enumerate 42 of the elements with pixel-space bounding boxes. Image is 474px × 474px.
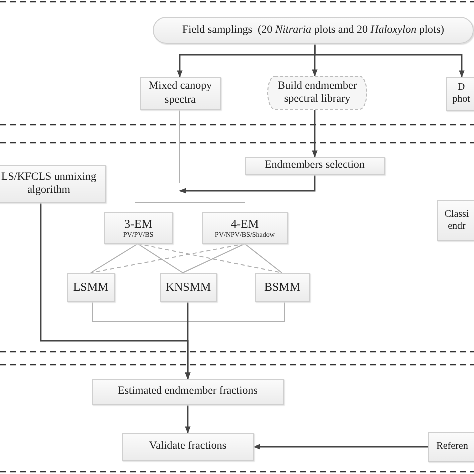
process-box [140,77,221,110]
process-box [160,273,217,302]
connector-line [138,244,184,274]
node-label: 3-EM [124,216,152,231]
terminator-box [153,17,474,44]
node-label: Referen [436,441,468,453]
process-box [104,212,173,244]
node-label: LS/KFCLS unmixing algorithm [0,170,98,198]
node-label: Mixed canopy spectra [148,80,214,107]
arrow [312,110,318,158]
node-label: Endmembers selection [265,159,365,173]
arrow [314,44,465,78]
process-box [202,212,288,244]
arrow [185,405,191,434]
node-label: Field samplings (20 Nitraria plots and 20 Haloxylon plots) [182,24,444,38]
process-box [446,77,474,111]
process-box [122,433,254,461]
connector-line [90,244,138,274]
process-box [428,432,474,462]
node-label: LSMM [73,280,109,295]
arrow [179,175,316,194]
arrow [253,444,428,450]
node-label: 4-EM [231,216,259,231]
node-label: Classi endr [444,208,470,232]
process-box [67,273,115,302]
connector-line [244,244,282,274]
connector-line [182,244,246,274]
node-label: D phot [452,82,472,106]
node-label: Estimated endmember fractions [118,385,258,399]
node-label: BSMM [264,280,301,295]
node-label: Build endmember spectral library [276,80,358,106]
process-box [255,273,310,302]
process-box [245,157,385,175]
process-box [0,165,106,203]
connector-line [90,244,246,274]
process-box [92,379,284,405]
connector-line [92,302,286,322]
node-label: KNSMM [166,280,212,295]
arrow [40,203,191,380]
cylinder-box [267,76,368,110]
process-box [437,200,474,241]
node-label: Validate fractions [149,440,227,454]
